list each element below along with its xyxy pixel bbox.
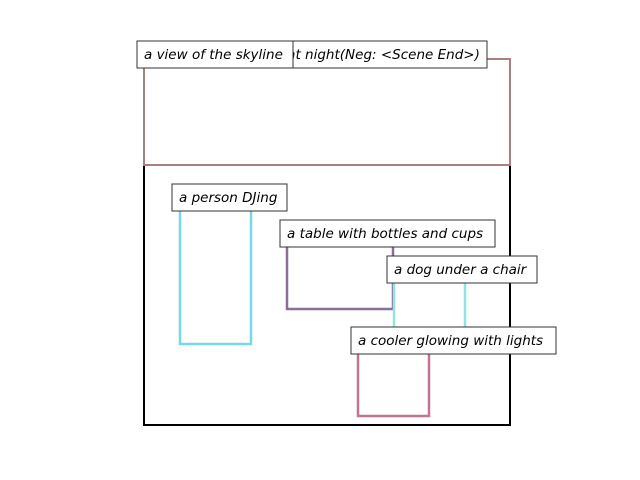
person-djing-label-text: a person DJing bbox=[179, 190, 278, 206]
table-label-text: a table with bottles and cups bbox=[287, 226, 483, 242]
cooler-label: a cooler glowing with lights bbox=[350, 326, 557, 355]
dog-label-text: a dog under a chair bbox=[394, 262, 528, 278]
dog-label: a dog under a chair bbox=[386, 255, 538, 284]
skyline-box bbox=[143, 58, 511, 166]
person-djing-box bbox=[178, 195, 253, 346]
table-label: a table with bottles and cups bbox=[279, 219, 496, 248]
person-djing-label: a person DJing bbox=[171, 183, 288, 212]
cooler-label-text: a cooler glowing with lights bbox=[358, 333, 543, 349]
skyline-secondary-label-text: a view of the skyline bbox=[144, 47, 283, 63]
skyline-secondary-label: a view of the skyline bbox=[136, 40, 294, 69]
